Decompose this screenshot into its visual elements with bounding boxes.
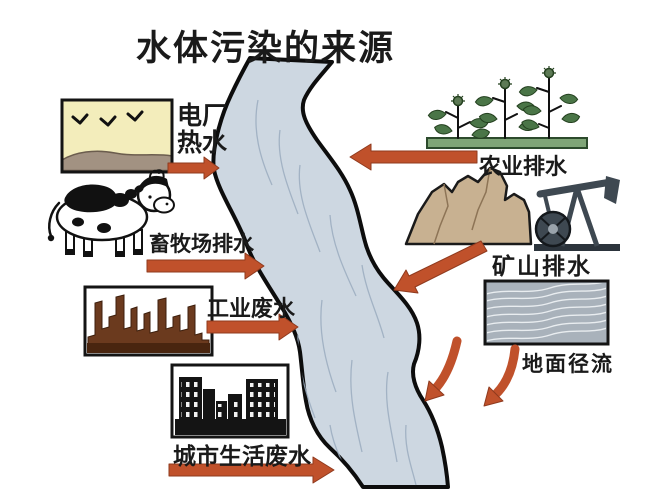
cow-spots [64, 184, 137, 233]
arrow-livestock-to-river [146, 252, 265, 280]
cow-legs [65, 229, 143, 257]
oil-pumpjack [534, 176, 620, 251]
cow-illustration [47, 169, 175, 257]
mine-illustration [404, 166, 620, 251]
river-illustration [211, 56, 450, 489]
label-power-plant: 电厂 热水 [177, 103, 227, 157]
arrow-runoff-to-river-2 [483, 344, 520, 407]
industry-image [83, 285, 214, 357]
arrow-mine-to-river [393, 240, 488, 294]
river-flow-lines [255, 89, 417, 487]
arrow-runoff-to-river-1 [424, 336, 462, 402]
label-agriculture: 农业排水 [479, 154, 568, 179]
shore-ground [61, 150, 173, 172]
flower-heads [451, 66, 556, 107]
water-streaks [487, 283, 606, 342]
label-city: 城市生活废水 [173, 444, 311, 469]
arrow-power-to-river [167, 156, 220, 180]
arrow-city-to-river [168, 456, 335, 484]
arrows [146, 143, 520, 484]
factory-silhouette [87, 294, 210, 353]
runoff-image [483, 279, 610, 346]
label-runoff: 地面径流 [522, 352, 614, 376]
cow-tail [48, 201, 61, 238]
diagram-title: 水体污染的来源 [136, 29, 396, 68]
power-plant-hot-water-image [60, 98, 174, 174]
label-mine: 矿山排水 [492, 254, 592, 279]
crops-illustration [426, 66, 588, 149]
bird-icons [71, 110, 144, 127]
label-power-line2: 热水 [177, 130, 228, 157]
arrow-industry-to-river [206, 313, 299, 341]
label-livestock: 畜牧场排水 [149, 232, 254, 256]
plant-stems [445, 75, 562, 139]
city-image [170, 363, 290, 439]
cow-head [134, 169, 175, 214]
label-industry: 工业废水 [207, 296, 296, 321]
arrow-agriculture-to-river [349, 143, 478, 171]
city-buildings [175, 377, 286, 435]
label-power-line1: 电厂 [177, 103, 228, 130]
